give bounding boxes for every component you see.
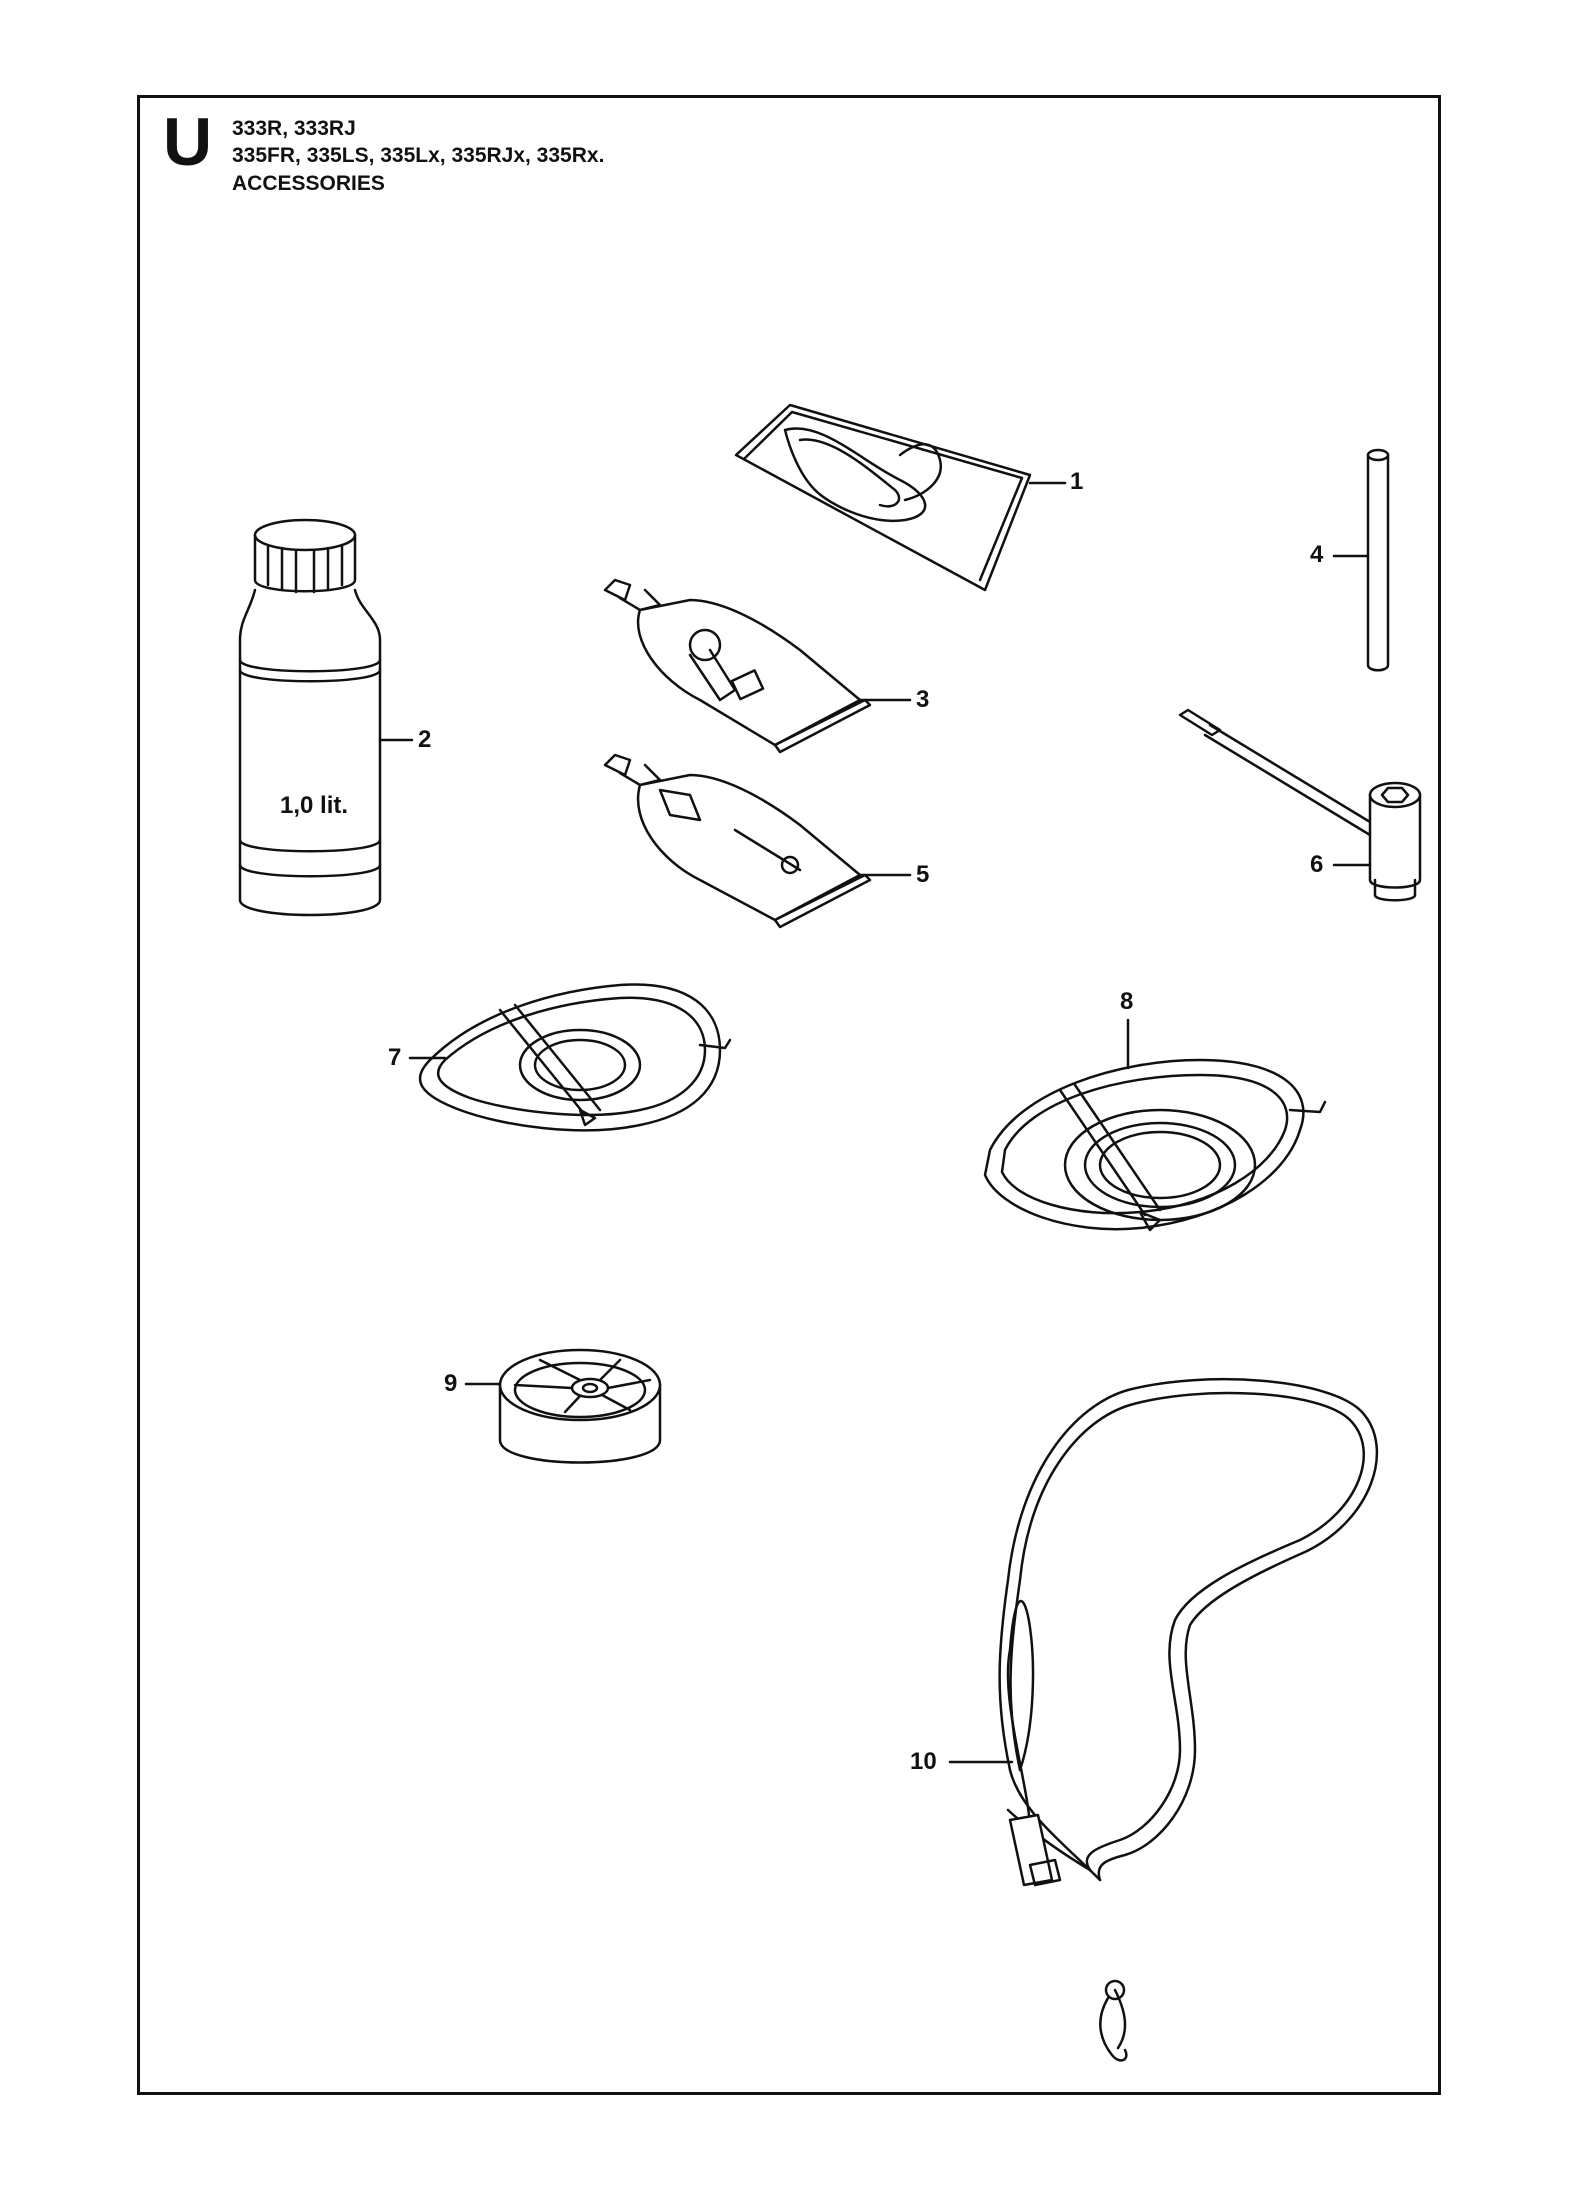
blade-guard-icon — [408, 983, 732, 1132]
callout-3: 3 — [916, 686, 930, 713]
section-letter: U — [163, 104, 213, 180]
models-line-1: 333R, 333RJ — [232, 117, 356, 140]
models-line-2: 335FR, 335LS, 335Lx, 335RJx, 335Rx. — [232, 144, 605, 167]
oil-bottle-icon — [238, 518, 414, 917]
callout-1: 1 — [1070, 468, 1084, 495]
callout-4: 4 — [1310, 541, 1324, 568]
tool-bag-icon — [734, 403, 1067, 592]
callout-8: 8 — [1120, 988, 1134, 1015]
callout-2: 2 — [418, 726, 432, 753]
diagram-frame — [137, 95, 1441, 2095]
grease-tube-icon — [603, 578, 912, 754]
callout-6: 6 — [1310, 851, 1324, 878]
grease-tube-icon — [603, 753, 912, 929]
bottle-volume-label: 1,0 lit. — [280, 792, 349, 819]
callout-7: 7 — [388, 1044, 402, 1071]
spool-cap-icon — [464, 1348, 662, 1464]
callout-5: 5 — [916, 861, 930, 888]
callout-9: 9 — [444, 1370, 458, 1397]
shoulder-strap-icon — [948, 1377, 1379, 2062]
callout-10: 10 — [910, 1748, 937, 1775]
pin-rod-icon — [1332, 448, 1390, 672]
page-title: ACCESSORIES — [232, 172, 385, 195]
combination-spanner-icon — [1178, 708, 1422, 902]
trimmer-guard-icon — [983, 1018, 1327, 1232]
